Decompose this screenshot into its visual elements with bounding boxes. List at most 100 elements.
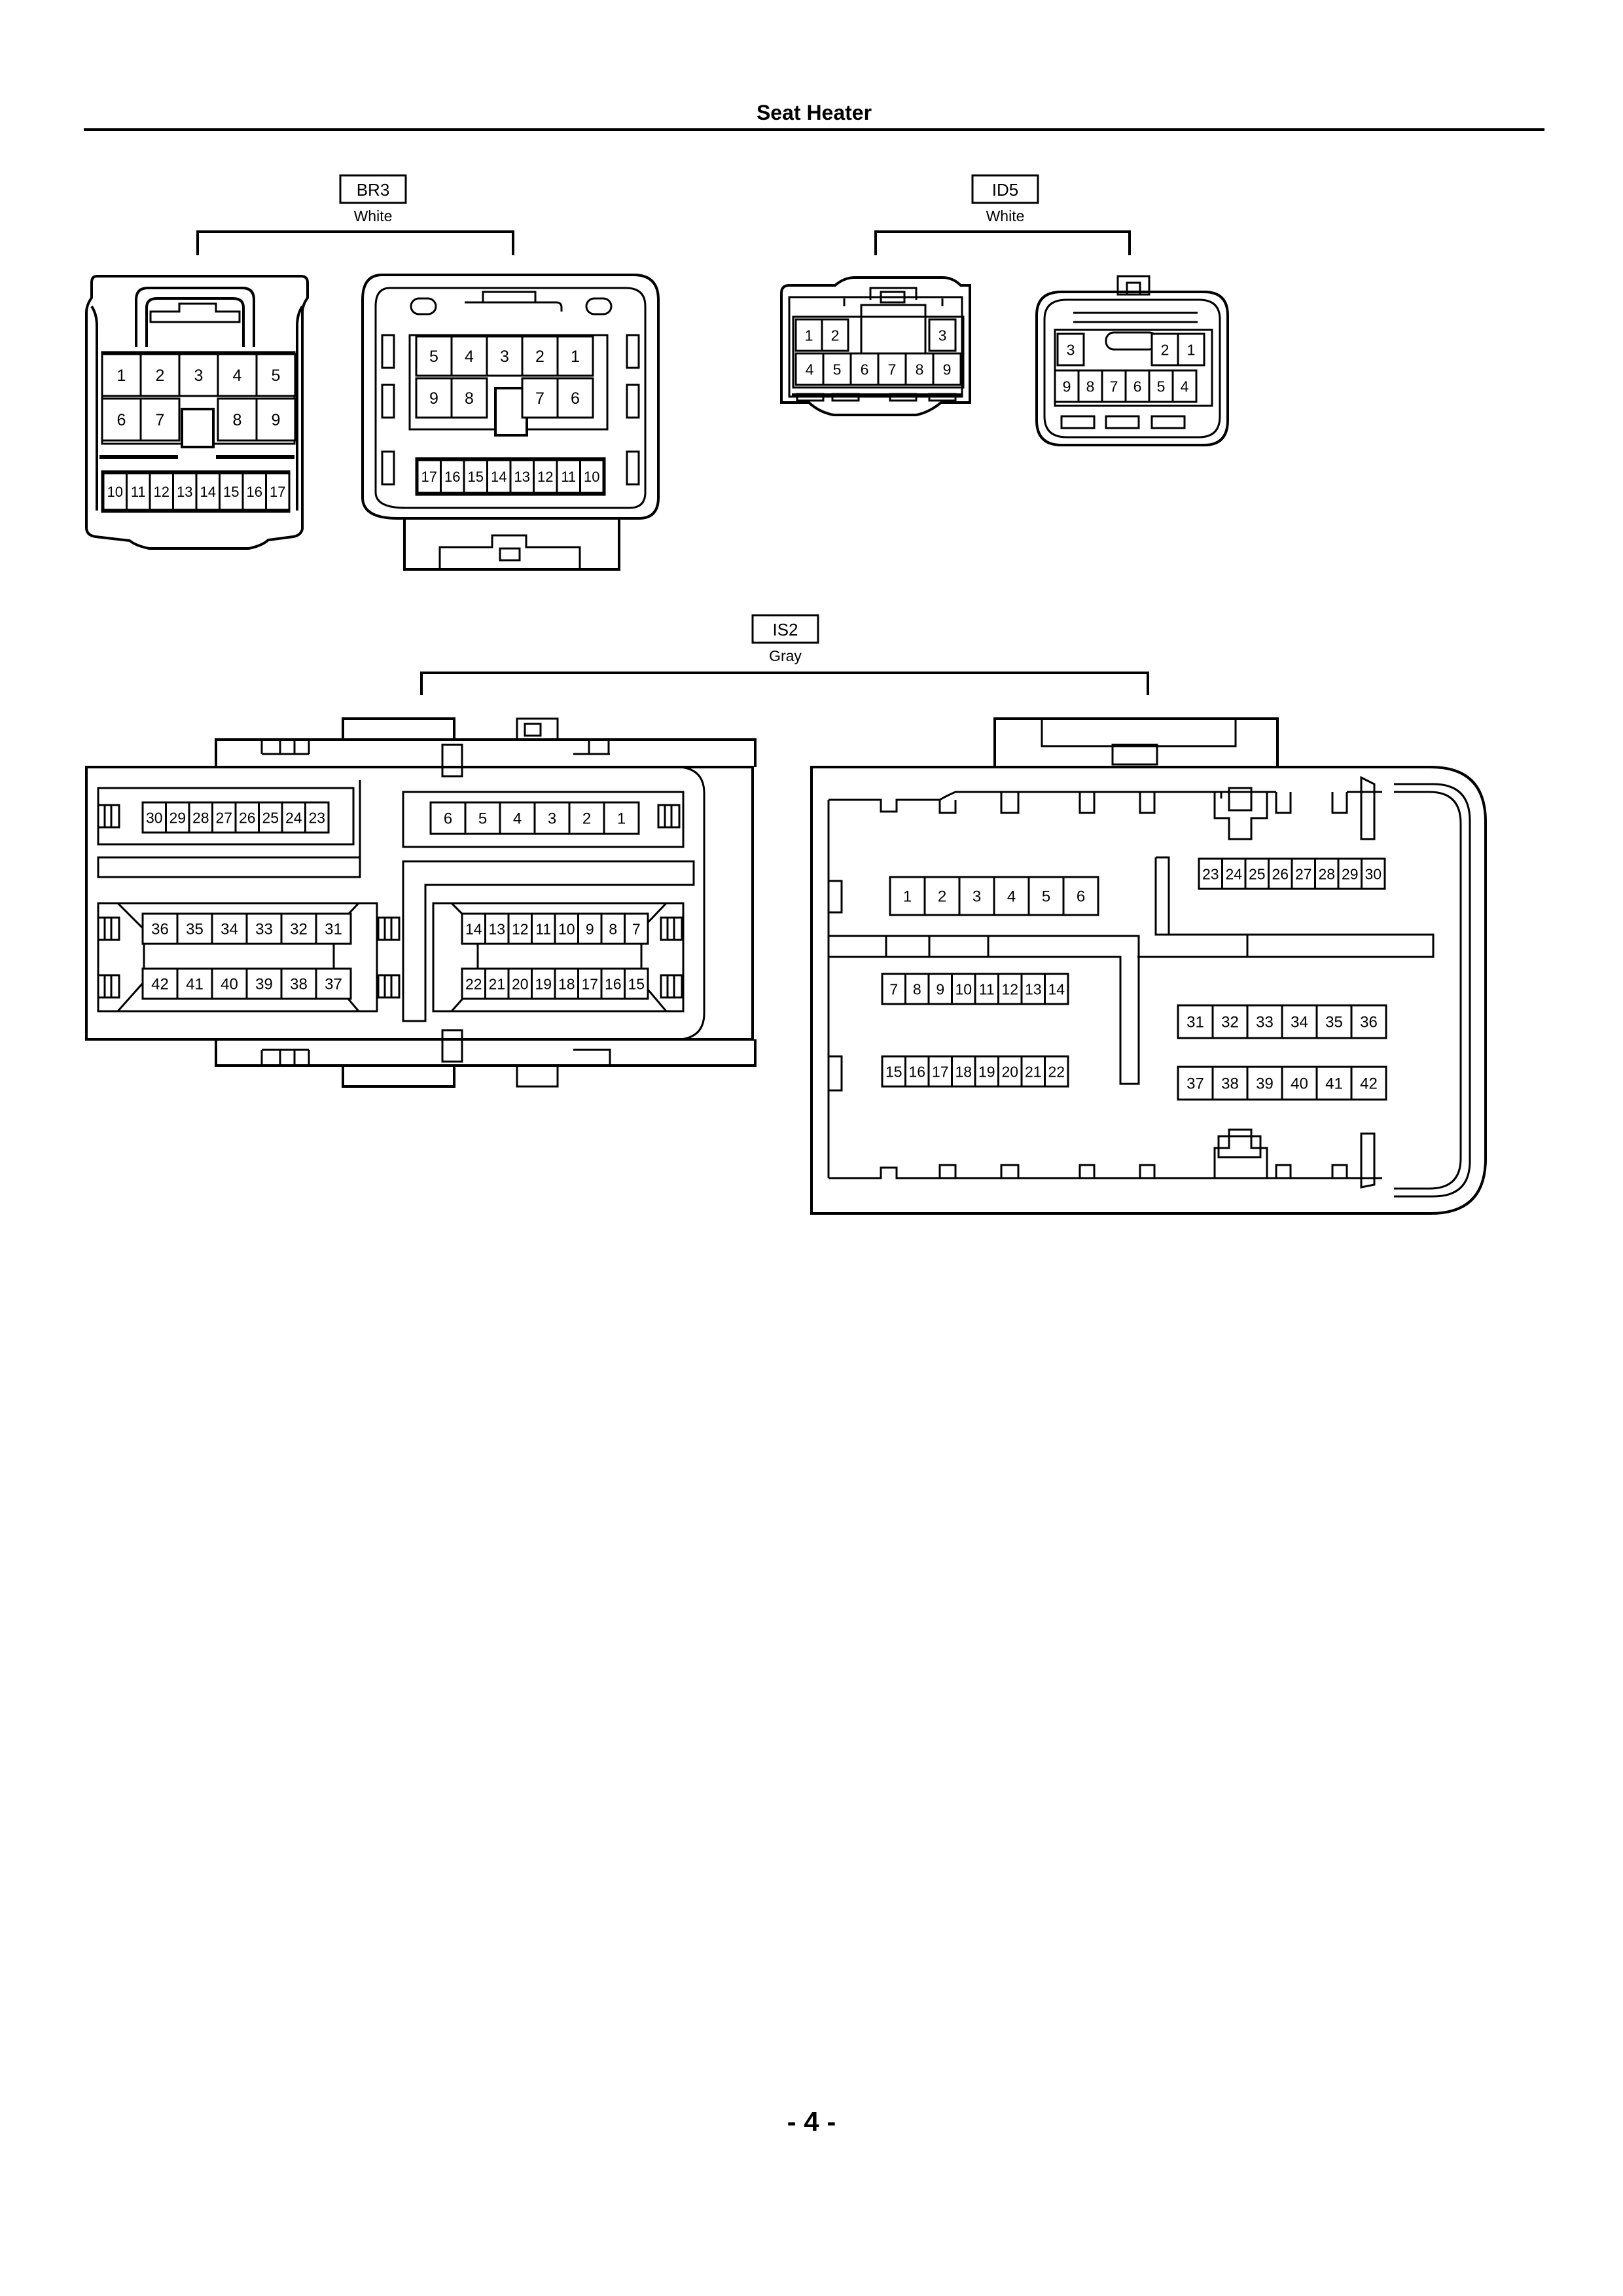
pin-cavity (1124, 369, 1150, 403)
pin-number: 10 (955, 980, 972, 997)
bottom-lock (342, 1066, 455, 1088)
pin-number: 10 (584, 469, 599, 485)
pin-cavity (141, 801, 167, 834)
side-rib (626, 450, 640, 486)
pin-cavity (1027, 876, 1065, 916)
connector-color: White (986, 207, 1025, 224)
cavity-frame (402, 860, 695, 1022)
pin-cavity (211, 967, 248, 1000)
pin-cavity (1077, 369, 1103, 403)
latch-block (1217, 1135, 1262, 1158)
pin-number: 13 (514, 469, 530, 485)
pin-number: 1 (117, 367, 126, 385)
top-lock (342, 717, 455, 740)
top-lock (1041, 719, 1237, 747)
key-slot (1105, 331, 1158, 351)
lock-tab (889, 393, 918, 402)
lock-tab (1060, 415, 1096, 429)
pin-cavity (1044, 1055, 1069, 1088)
pin-number: 18 (955, 1063, 972, 1080)
pin-number: 38 (1221, 1075, 1239, 1093)
pin-number: 7 (535, 389, 544, 408)
pin-cavity (923, 876, 961, 916)
pin-number: 4 (1181, 378, 1189, 395)
pin-number: 34 (1291, 1014, 1308, 1031)
connector-is2: IS2 Gray (85, 614, 1487, 1215)
pin-number: 6 (571, 389, 580, 408)
side-rib (381, 334, 395, 369)
housing-outline (361, 274, 660, 520)
pin-number: 39 (1256, 1075, 1274, 1093)
pin-cavity (577, 912, 603, 945)
pin-number: 1 (617, 810, 626, 828)
pin-number: 42 (1360, 1075, 1378, 1093)
cavity-panel (792, 315, 965, 389)
pin-number: 1 (571, 348, 580, 366)
pin-number: 2 (831, 327, 840, 344)
pin-number: 30 (1364, 865, 1382, 882)
pin-number: 40 (1291, 1075, 1308, 1093)
pin-number: 7 (889, 980, 898, 997)
pin-number: 15 (628, 975, 645, 992)
pin-number: 6 (444, 810, 452, 828)
pin-cavity (280, 912, 317, 945)
housing-outline (810, 766, 1487, 1215)
mount-hole (585, 297, 613, 315)
pin-number: 24 (285, 809, 302, 826)
partition (1137, 857, 1435, 958)
pin-cavity (507, 912, 533, 945)
pin-cavity (1044, 973, 1069, 1005)
pin-number: 5 (1157, 378, 1166, 395)
pin-cavity (928, 318, 957, 352)
pin-number: 9 (272, 411, 281, 429)
bottom-lock (516, 1066, 559, 1088)
pin-cavity (178, 353, 219, 397)
pin-number: 33 (255, 921, 273, 939)
cavity-panel (1054, 329, 1213, 407)
pin-cavity (217, 397, 258, 442)
pin-number: 17 (581, 975, 598, 992)
pin-number: 34 (221, 921, 238, 939)
pin-number: 35 (186, 921, 204, 939)
pin-cavity (255, 353, 296, 397)
rib-comb (97, 804, 683, 999)
pin-number: 5 (272, 367, 281, 385)
center-post (441, 744, 463, 778)
lock-tab (1150, 415, 1186, 429)
pin-cavity (211, 801, 237, 834)
pin-number: 16 (908, 1063, 925, 1080)
pin-cavity (258, 801, 283, 834)
latch-arch (135, 287, 255, 347)
pin-number: 13 (1025, 980, 1042, 997)
pin-number: 32 (1221, 1014, 1239, 1031)
side-rib (626, 334, 640, 369)
pin-number: 5 (429, 348, 438, 366)
pin-number: 3 (194, 367, 204, 385)
pin-cavity (1244, 857, 1270, 890)
lock-tab (499, 547, 521, 562)
pin-number: 9 (429, 389, 438, 408)
connector-code-box (751, 614, 819, 644)
pin-cavity (603, 801, 640, 835)
pin-number: 12 (537, 469, 553, 485)
pin-cavity (974, 973, 999, 1005)
page-title: Seat Heater (756, 101, 872, 124)
pin-number: 14 (465, 920, 482, 937)
pin-number: 4 (233, 367, 242, 385)
bottom-lock (403, 518, 620, 571)
pin-number: 11 (561, 469, 576, 485)
pin-number: 6 (1133, 378, 1142, 395)
partition (1156, 856, 1249, 957)
connector-code: IS2 (772, 620, 798, 639)
pin-cavity (577, 967, 603, 1000)
pin-cavity (556, 335, 594, 377)
pin-number: 13 (177, 484, 192, 500)
pin-cavity (958, 876, 995, 916)
pin-cavity (904, 973, 930, 1005)
pin-cavity (1054, 369, 1080, 403)
pin-cavity (1350, 1066, 1387, 1101)
connector-code-box (339, 174, 407, 204)
pin-cavity (1281, 1066, 1318, 1101)
pin-cavity (1350, 1004, 1387, 1039)
housing-outline (780, 276, 971, 416)
